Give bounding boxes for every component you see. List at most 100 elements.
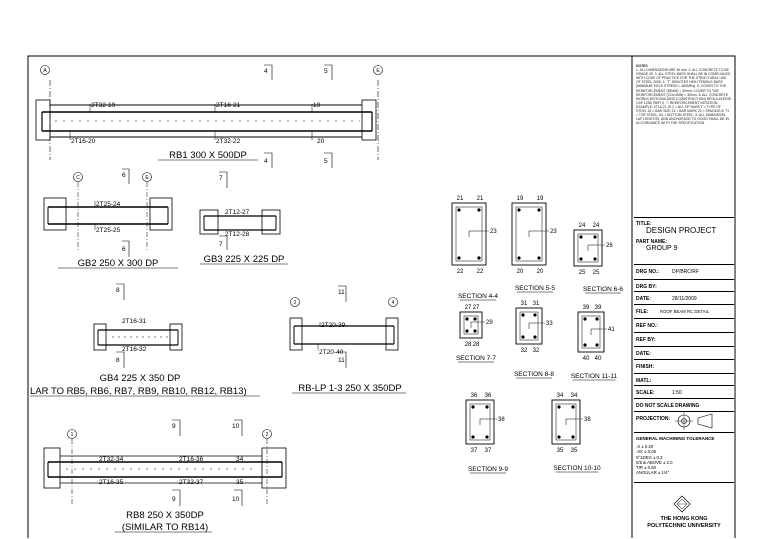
section-label: SECTION 6-6	[583, 286, 623, 293]
university-line: POLYTECHNIC UNIVERSITY	[647, 523, 721, 529]
bar-mark: 34	[557, 393, 564, 399]
beam-rb1: A E 2T32-19 2T16-21 19 2T16-20 2T32-22 2…	[35, 64, 383, 168]
bar-mark: 27	[465, 305, 472, 311]
rebar-dot	[477, 208, 481, 212]
grid-label: A	[43, 68, 47, 74]
section-mark: 7	[219, 175, 223, 182]
row-label: MATL:	[636, 378, 652, 384]
section-outline	[451, 202, 487, 266]
bar-label: 2T25-24	[96, 201, 121, 208]
rebar-dot	[471, 435, 475, 439]
beam-title: RB8 250 X 350DP	[126, 510, 204, 521]
bar-mark: 35	[571, 448, 578, 454]
tolerance-item: ANGULAR ± 1/4°	[636, 470, 670, 476]
beam-title: GB2 250 X 300 DP	[78, 258, 159, 269]
row-label: DATE:	[636, 351, 651, 357]
beam-title: RB-LP 1-3 250 X 350DP	[298, 383, 401, 394]
rebar-dot	[517, 256, 521, 260]
section-outline	[573, 229, 603, 267]
drawing-frame	[27, 55, 736, 538]
tolerance-item: TIR ± 0.50	[636, 465, 657, 471]
stirrup	[519, 311, 539, 341]
rebar-dot	[571, 435, 575, 439]
bar-mark: 26	[606, 243, 613, 249]
row-value: 28/11/2009	[672, 296, 697, 302]
section-outline	[515, 307, 543, 345]
bar-label: 34	[236, 456, 244, 463]
beam-gb3: 2T12-27 2T12-28 7 7 GB3 225 X 225 DP	[199, 171, 288, 265]
stirrup	[577, 233, 599, 263]
rebar-dot	[457, 208, 461, 212]
section-mark: 10	[232, 423, 240, 430]
bar-mark: 38	[498, 417, 505, 423]
rebar-dot	[465, 317, 469, 321]
section-outline	[511, 202, 547, 266]
bar-mark: 39	[583, 305, 590, 311]
bar-label: 2T16-32	[122, 346, 147, 353]
bar-label: 35	[236, 479, 244, 486]
tolerance-label: GENERAL MACHINING TOLERANCE	[636, 436, 715, 441]
row-label: REF BY:	[636, 337, 656, 343]
tolerance-item: 0/5 & ABOVE ± 2.0	[636, 459, 673, 465]
section-label: SECTION 10-10	[553, 465, 601, 472]
rebar-dot	[537, 256, 541, 260]
bar-label: 2T16-31	[122, 318, 147, 325]
grid-label: 4	[392, 300, 395, 306]
row-label: DRG BY:	[636, 284, 657, 290]
notes-heading: NOTES	[636, 64, 648, 68]
beam-gb2: C E 2T25-24 2T25-25 6 6 GB2 250 X 300 DP	[43, 168, 178, 269]
beam-title: GB3 225 X 225 DP	[204, 254, 285, 265]
section-mark: 11	[338, 289, 345, 296]
grid-label: 1	[71, 432, 74, 438]
rebar-dot	[537, 208, 541, 212]
grid-label: E	[376, 68, 380, 74]
bar-label: 2T32-34	[99, 456, 124, 463]
rebar-dot	[485, 435, 489, 439]
rebar-dot	[533, 313, 537, 317]
bar-label: 2T32-37	[179, 479, 204, 486]
section-mark: 7	[219, 241, 223, 248]
row-label: FINISH:	[636, 364, 655, 370]
rebar-dot	[533, 335, 537, 339]
title-block-row: DO NOT SCALE DRAWING	[634, 398, 734, 412]
project-title: DESIGN PROJECT	[646, 226, 717, 235]
bar-mark: 28	[465, 342, 472, 348]
bar-mark: 23	[490, 229, 497, 235]
rebar-dot	[457, 256, 461, 260]
bar-mark: 19	[517, 196, 524, 202]
bar-label: 2T25-25	[96, 227, 121, 234]
rebar-dot	[465, 329, 469, 333]
rebar-dot	[571, 405, 575, 409]
university-logo	[673, 495, 691, 513]
rebar-dot	[517, 208, 521, 212]
section-label: SECTION 7-7	[456, 355, 496, 362]
university-line: THE HONG KONG	[660, 516, 708, 522]
section-label: SECTION 9-9	[468, 466, 508, 473]
bar-mark: 21	[477, 196, 484, 202]
beam-rblp: 2 4 2T20-39 2T20-40 11 11 RB-LP 1-3 250 …	[289, 285, 406, 394]
bar-mark: 36	[471, 393, 478, 399]
grid-bubble	[40, 65, 50, 75]
bar-mark: 40	[583, 356, 590, 362]
row-label: DATE:	[636, 296, 651, 302]
partname-label: PART NAME:	[636, 239, 668, 245]
row-label: SCALE:	[636, 390, 655, 396]
rebar-dot	[579, 235, 583, 239]
notes-text: 1. ALL DIMENSIONS ARE IN mm. 2. ALL CONC…	[636, 68, 731, 126]
grid-label: 2	[266, 432, 269, 438]
bar-mark: 37	[485, 448, 492, 454]
bar-mark: 20	[537, 269, 544, 275]
bar-mark: 23	[550, 229, 557, 235]
bar-mark: 24	[593, 223, 600, 229]
title-block-row: DATE:	[634, 346, 734, 360]
rebar-dot	[521, 313, 525, 317]
rebar-dot	[579, 257, 583, 261]
beam-rb8: 1 2 2T32-34 2T16-36 34 2T16-35 2T32-37 3…	[43, 419, 287, 533]
